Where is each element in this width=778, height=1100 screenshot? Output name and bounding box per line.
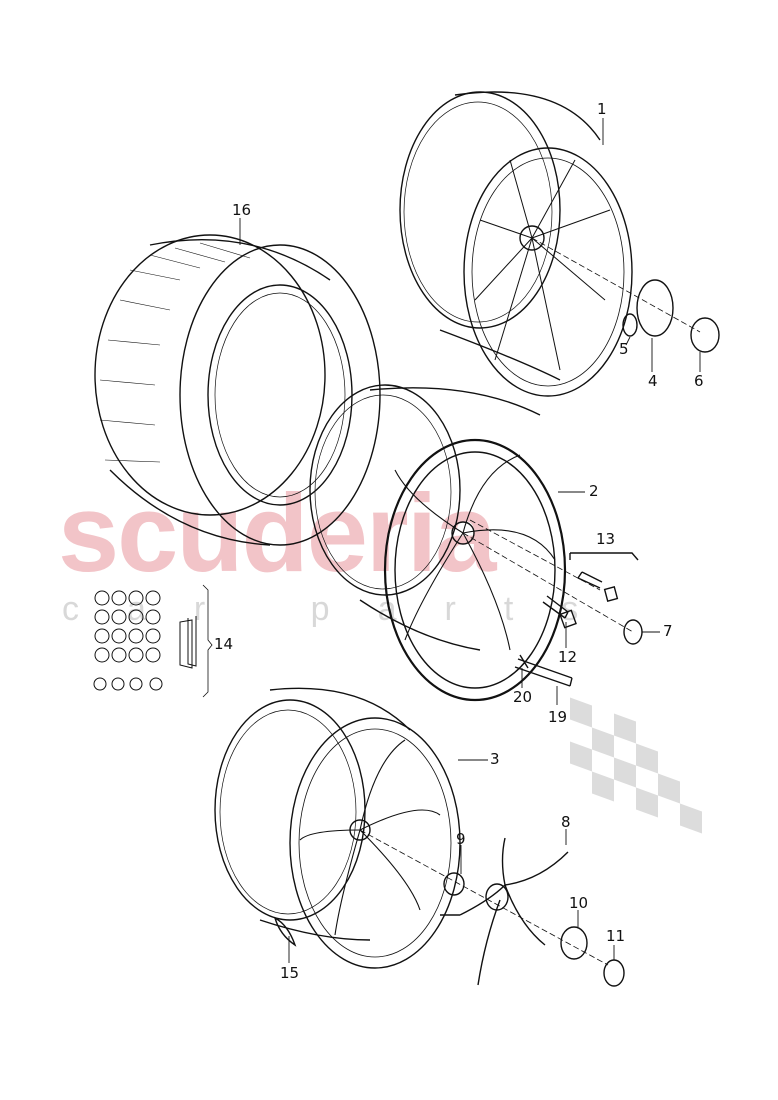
part-9-adapter	[443, 872, 465, 896]
part-7-cap	[623, 619, 643, 645]
watermark-brand: scuderia	[58, 472, 496, 595]
part-19-valve	[514, 658, 573, 687]
callout-12[interactable]: 12	[558, 648, 578, 666]
part-6-cap	[690, 317, 720, 353]
part-8-spoke-trim	[440, 837, 569, 986]
part-12-bolt	[542, 595, 569, 619]
wheel-1	[399, 91, 633, 397]
callout-6[interactable]: 6	[694, 372, 704, 390]
part-11-cover	[603, 959, 625, 987]
checkered-flag-watermark	[570, 697, 702, 834]
callout-13[interactable]: 13	[596, 530, 616, 548]
part-14-bolt-caps	[93, 584, 213, 698]
callout-7[interactable]: 7	[663, 622, 673, 640]
callout-19[interactable]: 19	[548, 708, 568, 726]
callout-3[interactable]: 3	[490, 750, 500, 768]
callout-9[interactable]: 9	[456, 830, 466, 848]
callout-20[interactable]: 20	[513, 688, 533, 706]
part-10-cap	[560, 926, 588, 960]
wheel-2	[309, 384, 567, 702]
callout-4[interactable]: 4	[648, 372, 658, 390]
callout-14[interactable]: 14	[214, 635, 234, 653]
part-4-hubcap	[636, 279, 674, 337]
callout-11[interactable]: 11	[606, 927, 626, 945]
callout-1[interactable]: 1	[597, 100, 607, 118]
callout-2[interactable]: 2	[589, 482, 599, 500]
callout-5[interactable]: 5	[619, 340, 629, 358]
part-15-weight	[273, 916, 297, 947]
leader-lines	[239, 118, 701, 963]
part-20-core	[519, 654, 529, 669]
part-13-bolt-a	[577, 571, 603, 589]
part-13-bolt-b	[603, 586, 619, 602]
callout-16[interactable]: 16	[232, 201, 252, 219]
tyre-16	[94, 234, 381, 546]
callout-8[interactable]: 8	[561, 813, 571, 831]
wheel-3	[214, 687, 461, 969]
callout-15[interactable]: 15	[280, 964, 300, 982]
callout-10[interactable]: 10	[569, 894, 589, 912]
part-5-ring	[622, 313, 638, 337]
